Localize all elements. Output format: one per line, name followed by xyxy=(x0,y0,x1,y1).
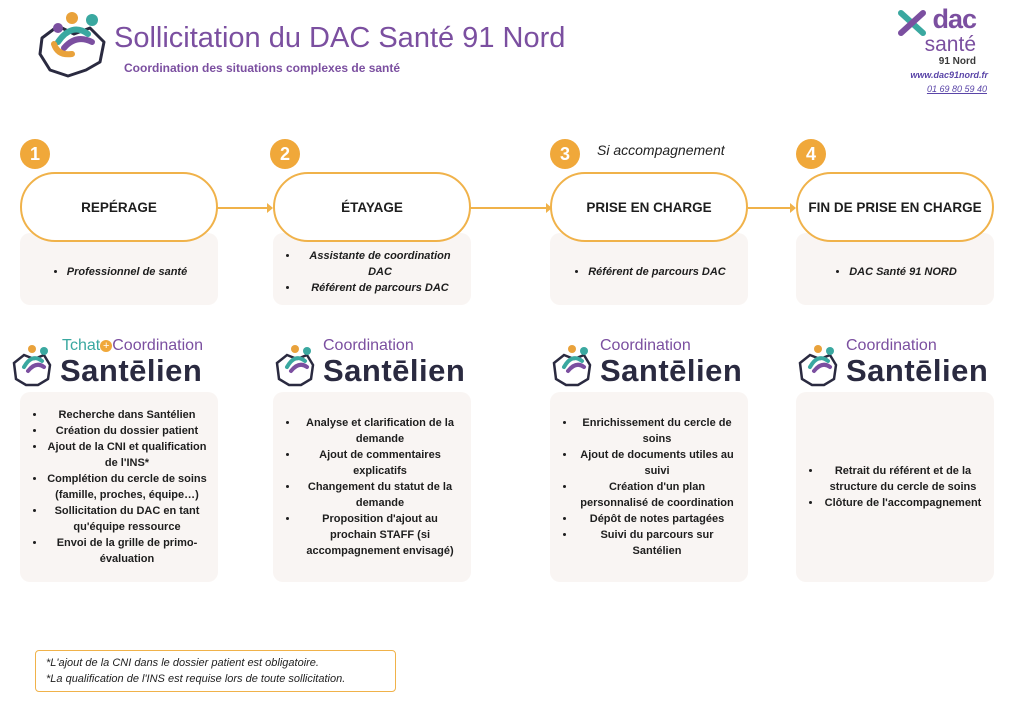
coordination-santelien-logo: Coordination Santēlien xyxy=(794,337,1004,393)
step-1-actions-card: Recherche dans Santélien Création du dos… xyxy=(20,392,218,582)
step-4-pill: FIN DE PRISE EN CHARGE xyxy=(796,172,994,242)
dac-website-link[interactable]: www.dac91nord.fr xyxy=(910,70,988,80)
dac-phone-link[interactable]: 01 69 80 59 40 xyxy=(926,84,987,94)
coordination-santelien-logo: Coordination Santēlien xyxy=(548,337,758,393)
footnote-box: *L'ajout de la CNI dans le dossier patie… xyxy=(35,650,396,692)
step-4-actor: DAC Santé 91 NORD xyxy=(849,264,957,280)
step-3-actions-card: Enrichissement du cercle de soins Ajout … xyxy=(550,392,748,582)
coordination-santelien-logo: Coordination Santēlien xyxy=(271,337,481,393)
action-item: Sollicitation du DAC en tant qu'équipe r… xyxy=(46,503,208,535)
sollicitation-logo xyxy=(28,4,112,82)
action-item: Suivi du parcours sur Santélien xyxy=(576,527,738,559)
coordination-label: Coordination xyxy=(323,337,414,354)
step-1-actor: Professionnel de santé xyxy=(67,264,187,280)
step-3-number: 3 xyxy=(550,139,580,169)
arrow-3-4 xyxy=(748,203,796,213)
coordination-label: Coordination xyxy=(846,337,937,354)
dac-logo-region: 91 Nord xyxy=(938,56,976,67)
step-2-actor: Assistante de coordination DAC xyxy=(299,248,461,280)
step-1-pill: REPÉRAGE xyxy=(20,172,218,242)
action-item: Création d'un plan personnalisé de coord… xyxy=(576,479,738,511)
step-3-pill: PRISE EN CHARGE xyxy=(550,172,748,242)
step-3-actors-card: Référent de parcours DAC xyxy=(550,233,748,305)
arrow-2-3 xyxy=(470,203,552,213)
santelien-logo-icon xyxy=(552,345,592,387)
santelien-name: Santēlien xyxy=(323,353,466,388)
dac-x-icon xyxy=(898,10,926,36)
step-4-number: 4 xyxy=(796,139,826,169)
santelien-logo-icon xyxy=(275,345,315,387)
page-subtitle: Coordination des situations complexes de… xyxy=(124,61,401,75)
tchat-label: Tchat xyxy=(62,337,101,354)
action-item: Retrait du référent et de la structure d… xyxy=(822,463,984,495)
santelien-name: Santēlien xyxy=(60,353,203,388)
step-1-actors-card: Professionnel de santé xyxy=(20,233,218,305)
people-cluster-icon xyxy=(38,12,106,78)
action-item: Enrichissement du cercle de soins xyxy=(576,415,738,447)
action-item: Ajout de commentaires explicatifs xyxy=(299,447,461,479)
footnote-line: *L'ajout de la CNI dans le dossier patie… xyxy=(46,657,319,669)
step-4-actions-card: Retrait du référent et de la structure d… xyxy=(796,392,994,582)
action-item: Proposition d'ajout au prochain STAFF (s… xyxy=(299,511,461,559)
action-item: Ajout de documents utiles au suivi xyxy=(576,447,738,479)
action-item: Recherche dans Santélien xyxy=(46,407,208,423)
santelien-logo-icon xyxy=(12,345,52,387)
coordination-label: Coordination xyxy=(600,337,691,354)
action-item: Changement du statut de la demande xyxy=(299,479,461,511)
dac-logo-sante: santé xyxy=(924,33,976,56)
coordination-label: Coordination xyxy=(112,337,203,354)
dac-logo-word: dac xyxy=(932,4,977,34)
action-item: Ajout de la CNI et qualification de l'IN… xyxy=(46,439,208,471)
santelien-name: Santēlien xyxy=(846,353,989,388)
page-title: Sollicitation du DAC Santé 91 Nord xyxy=(114,22,566,54)
action-item: Complétion du cercle de soins (famille, … xyxy=(46,471,208,503)
action-item: Analyse et clarification de la demande xyxy=(299,415,461,447)
step-3-note: Si accompagnement xyxy=(597,142,725,158)
dac-logo: dac santé 91 Nord www.dac91nord.fr 01 69… xyxy=(898,4,998,102)
step-2-actor: Référent de parcours DAC xyxy=(299,280,461,296)
step-2-actors-card: Assistante de coordination DAC Référent … xyxy=(273,233,471,305)
step-2-number: 2 xyxy=(270,139,300,169)
plus-icon: + xyxy=(100,340,113,352)
santelien-name: Santēlien xyxy=(600,353,743,388)
step-4-actors-card: DAC Santé 91 NORD xyxy=(796,233,994,305)
action-item: Clôture de l'accompagnement xyxy=(822,495,984,511)
arrow-1-2 xyxy=(217,203,273,213)
step-3-actor: Référent de parcours DAC xyxy=(588,264,726,280)
action-item: Création du dossier patient xyxy=(46,423,208,439)
step-2-pill: ÉTAYAGE xyxy=(273,172,471,242)
action-item: Dépôt de notes partagées xyxy=(576,511,738,527)
step-1-number: 1 xyxy=(20,139,50,169)
santelien-logo-icon xyxy=(798,345,838,387)
footnote-line: *La qualification de l'INS est requise l… xyxy=(46,673,346,685)
step-2-actions-card: Analyse et clarification de la demande A… xyxy=(273,392,471,582)
tchat-coordination-santelien-logo: Tchat+Coordination Santēlien xyxy=(8,337,218,393)
action-item: Envoi de la grille de primo-évaluation xyxy=(46,535,208,567)
